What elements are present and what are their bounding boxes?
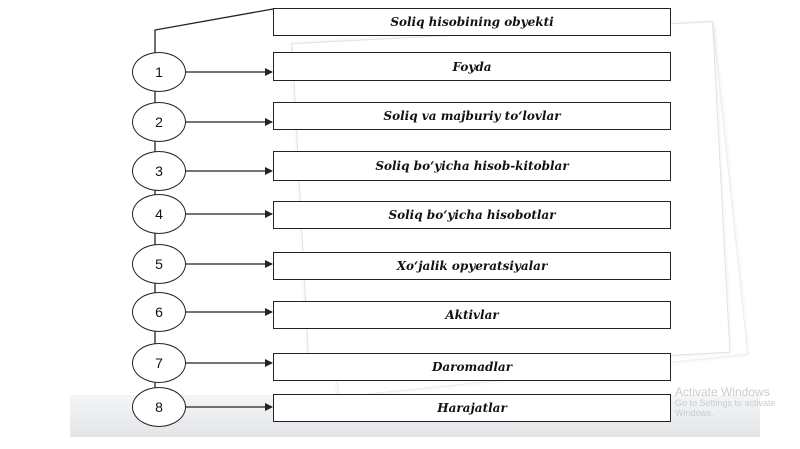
step-number: 6 <box>155 304 163 320</box>
step-box-7: Daromadlar <box>273 353 671 381</box>
step-number-circle-2: 2 <box>132 102 186 142</box>
step-label: Aktivlar <box>445 308 499 322</box>
step-label: Foyda <box>452 59 492 74</box>
step-number-circle-7: 7 <box>132 343 186 383</box>
step-box-4: Soliq bo‘yicha hisobotlar <box>273 201 671 229</box>
watermark-line-2: Go to Settings to activate Windows. <box>675 398 776 419</box>
step-box-8: Harajatlar <box>273 394 671 422</box>
step-number-circle-5: 5 <box>132 244 186 284</box>
step-number: 4 <box>155 206 163 222</box>
step-box-2: Soliq va majburiy to‘lovlar <box>273 102 671 130</box>
step-number: 5 <box>155 256 163 272</box>
step-number: 8 <box>155 399 163 415</box>
step-number: 3 <box>155 163 163 179</box>
step-label: Xo‘jalik opyeratsiyalar <box>396 259 548 273</box>
title-label: Soliq hisobining obyekti <box>390 15 554 29</box>
step-box-1: Foyda <box>273 52 671 81</box>
step-box-5: Xo‘jalik opyeratsiyalar <box>273 252 671 280</box>
step-number-circle-1: 1 <box>132 52 186 92</box>
step-box-3: Soliq bo‘yicha hisob-kitoblar <box>273 151 671 181</box>
step-box-6: Aktivlar <box>273 301 671 329</box>
step-label: Daromadlar <box>431 360 513 374</box>
step-label: Soliq bo‘yicha hisobotlar <box>388 208 556 222</box>
activation-watermark: Activate Windows Go to Settings to activ… <box>675 385 800 419</box>
step-number-circle-4: 4 <box>132 194 186 234</box>
step-number-circle-6: 6 <box>132 292 186 332</box>
step-label: Soliq bo‘yicha hisob-kitoblar <box>375 159 569 173</box>
title-box: Soliq hisobining obyekti <box>273 8 671 36</box>
step-label: Soliq va majburiy to‘lovlar <box>383 109 561 123</box>
step-label: Harajatlar <box>437 401 507 415</box>
step-number: 2 <box>155 114 163 130</box>
step-number: 7 <box>155 355 163 371</box>
step-number-circle-3: 3 <box>132 151 186 191</box>
step-number-circle-8: 8 <box>132 387 186 427</box>
title-connector-line <box>154 8 274 420</box>
watermark-line-1: Activate Windows <box>675 385 770 399</box>
step-number: 1 <box>155 64 163 80</box>
